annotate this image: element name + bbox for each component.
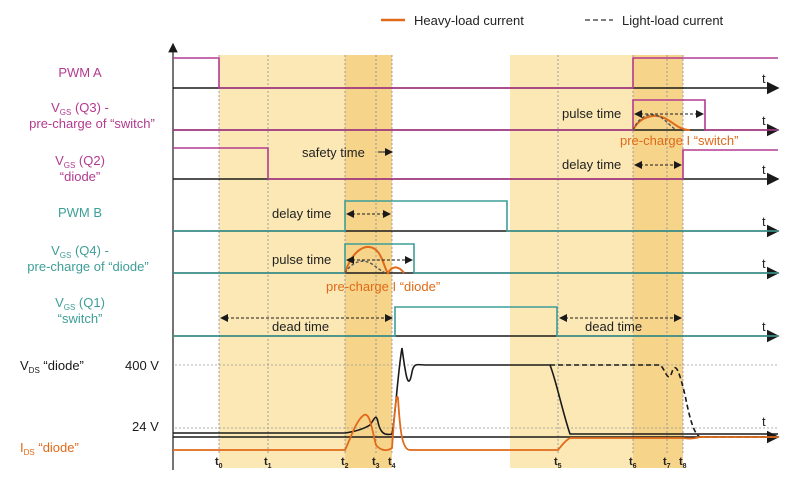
t-label-vgs-q4: t [762,256,766,271]
annotation-delay-time-left: delay time [272,206,331,221]
label-vds-diode: VDS “diode” [20,358,84,375]
legend-heavy-label: Heavy-load current [414,13,524,28]
band-t5-left [510,55,558,468]
label-vgs-q3: VGS (Q3) - [51,100,109,117]
tick-t0: t0 [215,456,223,470]
band-t5-t6 [558,55,633,468]
vgs-q4-waveform [173,243,778,274]
axis-t-labels: t t t t t t t [762,71,766,429]
pwm-a-waveform [173,57,778,89]
label-24v: 24 V [132,419,159,434]
annotation-dead-time-right: dead time [585,319,642,334]
annotation-precharge-diode: pre-charge I “diode” [326,279,440,294]
tick-t3: t3 [372,456,380,470]
t-label-bottom: t [762,414,766,429]
tick-t1: t1 [264,456,272,470]
time-ticks: t0 t1 t2 t3 t4 t5 t6 t7 t8 [215,456,687,470]
tick-t8: t8 [679,456,687,470]
annotation-delay-time-right: delay time [562,157,621,172]
precharge-diode-light [344,260,387,274]
t-label-vgs-q1: t [762,319,766,334]
tick-t2: t2 [341,456,349,470]
annotation-precharge-switch: pre-charge I “switch” [620,133,738,148]
tick-t7: t7 [663,456,671,470]
annotation-safety-time: safety time [302,145,365,160]
t-label-pwm-a: t [762,71,766,86]
band-t2-t4 [345,55,392,468]
tick-t6: t6 [629,456,637,470]
label-400v: 400 V [125,358,159,373]
vgs-q3-waveform [173,99,778,131]
t-label-vgs-q2: t [762,162,766,177]
label-pwm-b: PWM B [58,205,102,220]
vgs-q2-waveform [173,147,778,180]
time-markers [218,55,684,455]
label-vgs-q2-line2: “diode” [60,169,100,184]
label-vgs-q3-line2: pre-charge of “switch” [29,116,155,131]
tick-t5: t5 [554,456,562,470]
t-label-vgs-q3: t [762,113,766,128]
t-label-pwm-b: t [762,214,766,229]
annotation-pulse-time-right: pulse time [562,106,621,121]
label-pwm-a: PWM A [58,65,102,80]
legend-light-label: Light-load current [622,13,724,28]
pwm-b-waveform [173,200,778,232]
vds-waveform [173,347,778,436]
ids-waveform [173,395,778,452]
band-t0-t2 [219,55,345,468]
legend: Heavy-load current Light-load current [381,13,724,28]
label-vgs-q4: VGS (Q4) - [51,243,109,260]
precharge-switch-heavy [632,114,691,131]
label-vgs-q1-line2: “switch” [58,311,103,326]
annotation-pulse-time-left: pulse time [272,252,331,267]
label-ids-diode: IDS “diode” [20,440,79,457]
tick-t4: t4 [388,456,396,470]
label-vgs-q2: VGS (Q2) [55,153,105,170]
label-vgs-q4-line2: pre-charge of “diode” [27,259,148,274]
vgs-q1-waveform [173,306,778,337]
annotation-dead-time-left: dead time [272,319,329,334]
label-vgs-q1: VGS (Q1) [55,295,105,312]
